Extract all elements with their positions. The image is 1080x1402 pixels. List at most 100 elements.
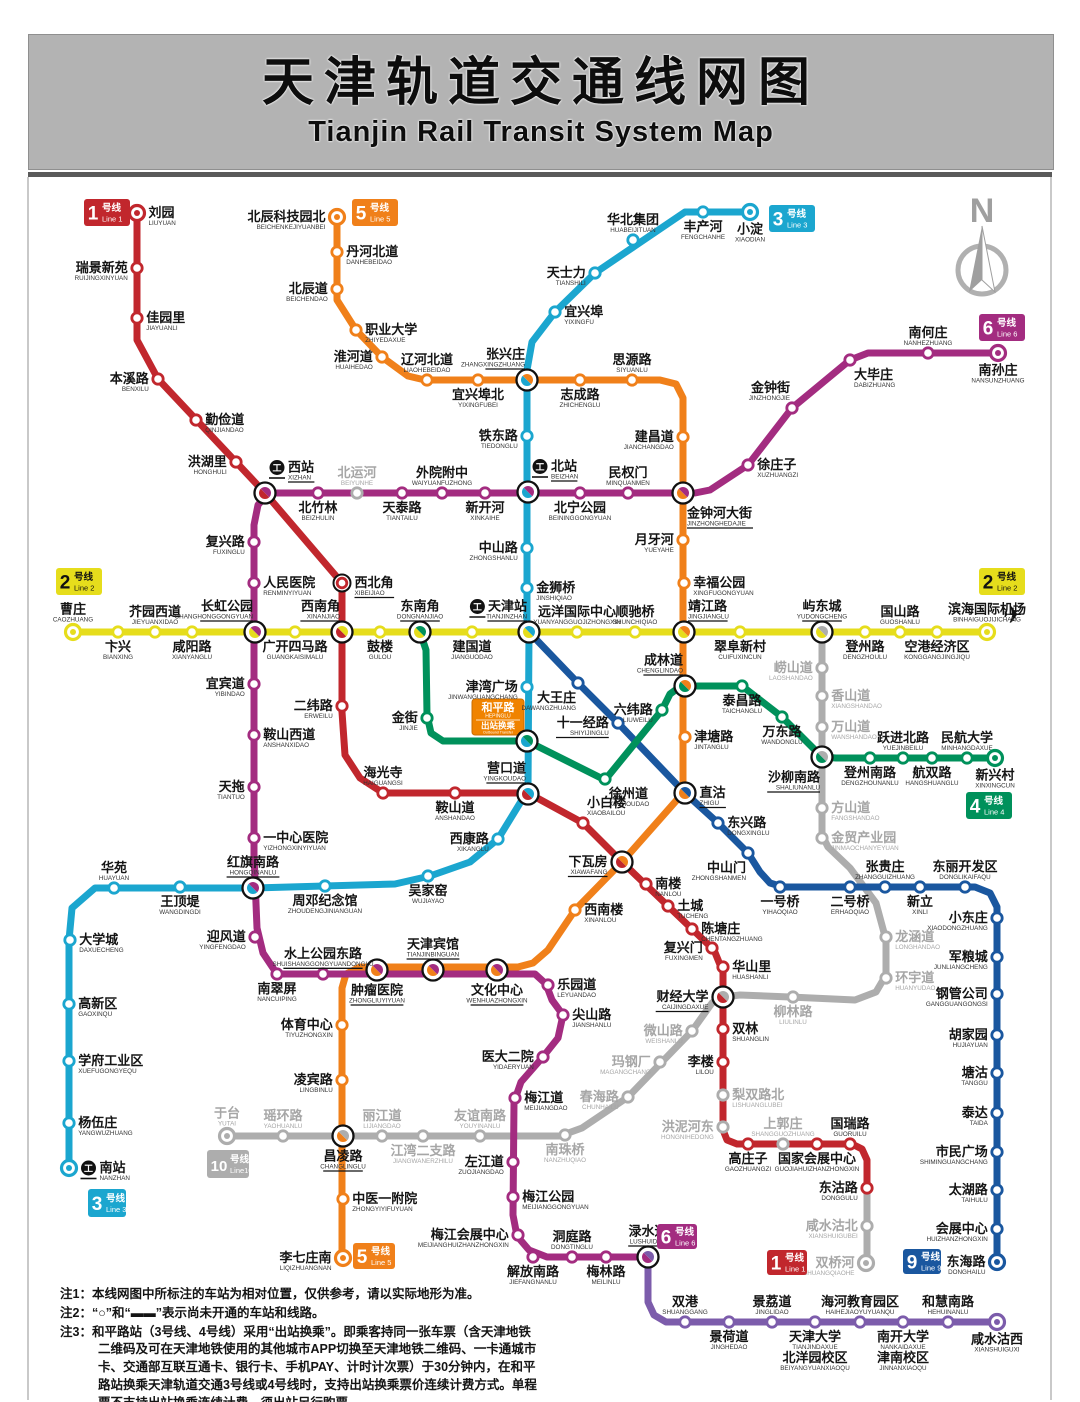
station-name-zh: 南翠屏 [257,981,296,996]
station-name-zh: 天津宾馆 [407,937,459,952]
badge-number: 3 [92,1194,103,1215]
badge-suffix-en: Line 6 [997,330,1017,339]
station-name-en: XINKAIHE [470,515,499,522]
station-name-zh: 瑶环路 [263,1108,303,1123]
station-name-en: LIULINLU [779,1019,807,1026]
station-name-zh: 东丽开发区 [932,859,997,874]
station-name-en: TIANTUO [217,794,245,801]
station-name-en: JINGLIDAO [755,1309,788,1316]
station-name-zh: 本溪路 [110,371,150,386]
station-name-zh: 北辰道 [289,281,328,296]
station-name-zh: 大毕庄 [854,367,893,382]
station-name-en: YUTAI [218,1121,236,1128]
station-name-en: SHANGGUOZHUANG [751,1131,814,1138]
station-name-zh: 屿东城 [802,599,841,614]
station-name-en: ZHANGGUIZHUANG [855,874,915,881]
station-name-zh: 北运河 [337,465,376,480]
station-name-en: XINANLOU [584,917,617,924]
badge-suffix-zh: 号线 [787,208,807,220]
station-name-en: BINHAIGUOJIJICHANG [953,617,1021,624]
station-name-zh: 瑞景新苑 [76,260,128,275]
transfer-box-zh: 和平路 [482,700,516,714]
station-name-zh: 华苑 [101,860,127,875]
line-path-line1 [133,209,871,1192]
station-name-zh: 东南角 [400,599,439,614]
station-name-en: TIANJINZHAN [486,614,527,621]
station-name-en: YIBINDAO [215,691,245,698]
badge-number: 2 [983,573,994,594]
station-name-zh: 航双路 [912,765,952,780]
station-name-en: DONGTINGLU [551,1244,593,1251]
station-name-zh: 新兴村 [975,768,1014,783]
station-name-en: ZHONGSHANMEN [692,875,747,882]
station-name-zh: 顺驰桥 [615,604,655,619]
station-name-en: BEICHENKEJIYUANBEI [257,224,326,231]
station-name-zh: 市民广场 [936,1144,988,1159]
station-name-zh: 淮河道 [333,349,373,364]
station-name-en: ZHOUDENGJINIANGUAN [288,908,363,915]
station-name-zh: 咸水沽北 [806,1218,858,1233]
station-name-en: XIAWAFANG [571,869,608,876]
station-name-en: CAIJINGDAXUE [662,1004,709,1011]
station-name-en: JIAYUANLI [146,325,178,332]
station-name-zh: 建昌道 [635,429,674,444]
page-subtitle: Tianjin Rail Transit System Map [308,116,774,149]
badge-suffix-zh: 号线 [785,1252,805,1264]
station-name-en: GUANGKAISIMALU [267,654,324,661]
station-name-en: FUXINGLU [213,549,245,556]
station-name-en: CUIFUXINCUN [718,654,762,661]
station-name-en: HUABEIJITUAN [610,227,656,234]
station-name-zh: 乐园道 [557,977,596,992]
station-name-zh: 香山道 [830,688,870,703]
station-name-zh: 张贵庄 [865,859,904,874]
station-name-en: YINGKOUDAO [483,776,526,783]
railway-glyph: 工 [535,462,544,472]
badge-number: 2 [60,573,71,594]
station-name-en: QINJIANDAO [205,427,244,434]
station-name-zh: 六纬路 [614,702,654,717]
badge-suffix-zh: 号线 [997,571,1017,583]
station-name-en: TAIHULU [961,1197,988,1204]
station-name-zh: 辽河北道 [401,352,453,367]
station-name-zh: 高新区 [78,996,117,1011]
station-name-en: HANGSHUANGLU [905,780,959,787]
station-name-zh: 天拖 [219,779,245,794]
station-name-zh: 咸水沽西 [971,1332,1023,1347]
station-name-en: ANSHANXIDAO [263,742,309,749]
station-name-en: LINGBINLU [300,1087,334,1094]
station-name-en: LILOU [696,1069,715,1076]
station-name-zh: 营口道 [487,761,526,776]
station-name-zh: 北竹林 [298,500,337,515]
station-name-zh: 学府工业区 [78,1053,143,1068]
station-nanzhan: 工南站NANZHAN [59,1158,130,1182]
station-name-zh: 思源路 [612,352,652,367]
station-name-zh: 曹庄 [60,602,86,617]
badge-number: 3 [773,210,784,231]
